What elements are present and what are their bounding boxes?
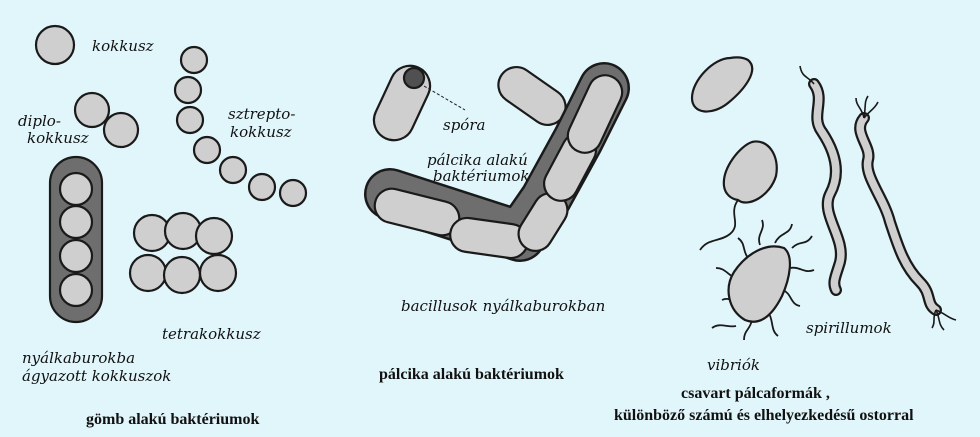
label-bacilli-capsule: bacillusok nyálkaburokban <box>401 298 605 314</box>
vibrio-top <box>692 57 752 111</box>
label-diplococcus-line2: kokkusz <box>27 130 89 146</box>
spore-pointer <box>424 86 465 110</box>
spore-bacterium <box>367 59 436 147</box>
caption-rod: pálcika alakú baktériumok <box>379 365 564 384</box>
label-spirillum: spirillumok <box>806 320 892 336</box>
coccus-cell <box>36 26 74 64</box>
label-rod-line1: pálcika alakú <box>427 152 528 168</box>
label-streptococcus-line1: sztrepto- <box>228 106 295 122</box>
caption-spherical: gömb alakú baktériumok <box>86 410 259 429</box>
label-encapsulated-line1: nyálkaburokba <box>22 350 135 366</box>
caption-spiral-line2: különböző számú és elhelyezkedésű ostorr… <box>614 406 914 425</box>
spirillum-right <box>856 96 956 330</box>
label-tetracoccus: tetrakokkusz <box>162 326 261 342</box>
label-coccus: kokkusz <box>92 38 154 54</box>
encapsulated-cocci <box>50 157 102 322</box>
label-vibrio: vibriók <box>707 357 760 373</box>
caption-spiral-line1: csavart pálcaformák , <box>681 384 830 403</box>
label-spore: spóra <box>443 117 485 133</box>
tetracoccus-cluster <box>130 213 236 293</box>
vibrio-middle <box>700 141 777 250</box>
label-encapsulated-line2: ágyazott kokkuszok <box>22 368 171 384</box>
label-diplococcus-line1: diplo- <box>18 113 61 129</box>
spirillum-left <box>800 66 841 290</box>
label-streptococcus-line2: kokkusz <box>230 124 292 140</box>
label-rod-line2: baktériumok <box>433 168 530 184</box>
vibrio-flagellated <box>712 220 814 340</box>
